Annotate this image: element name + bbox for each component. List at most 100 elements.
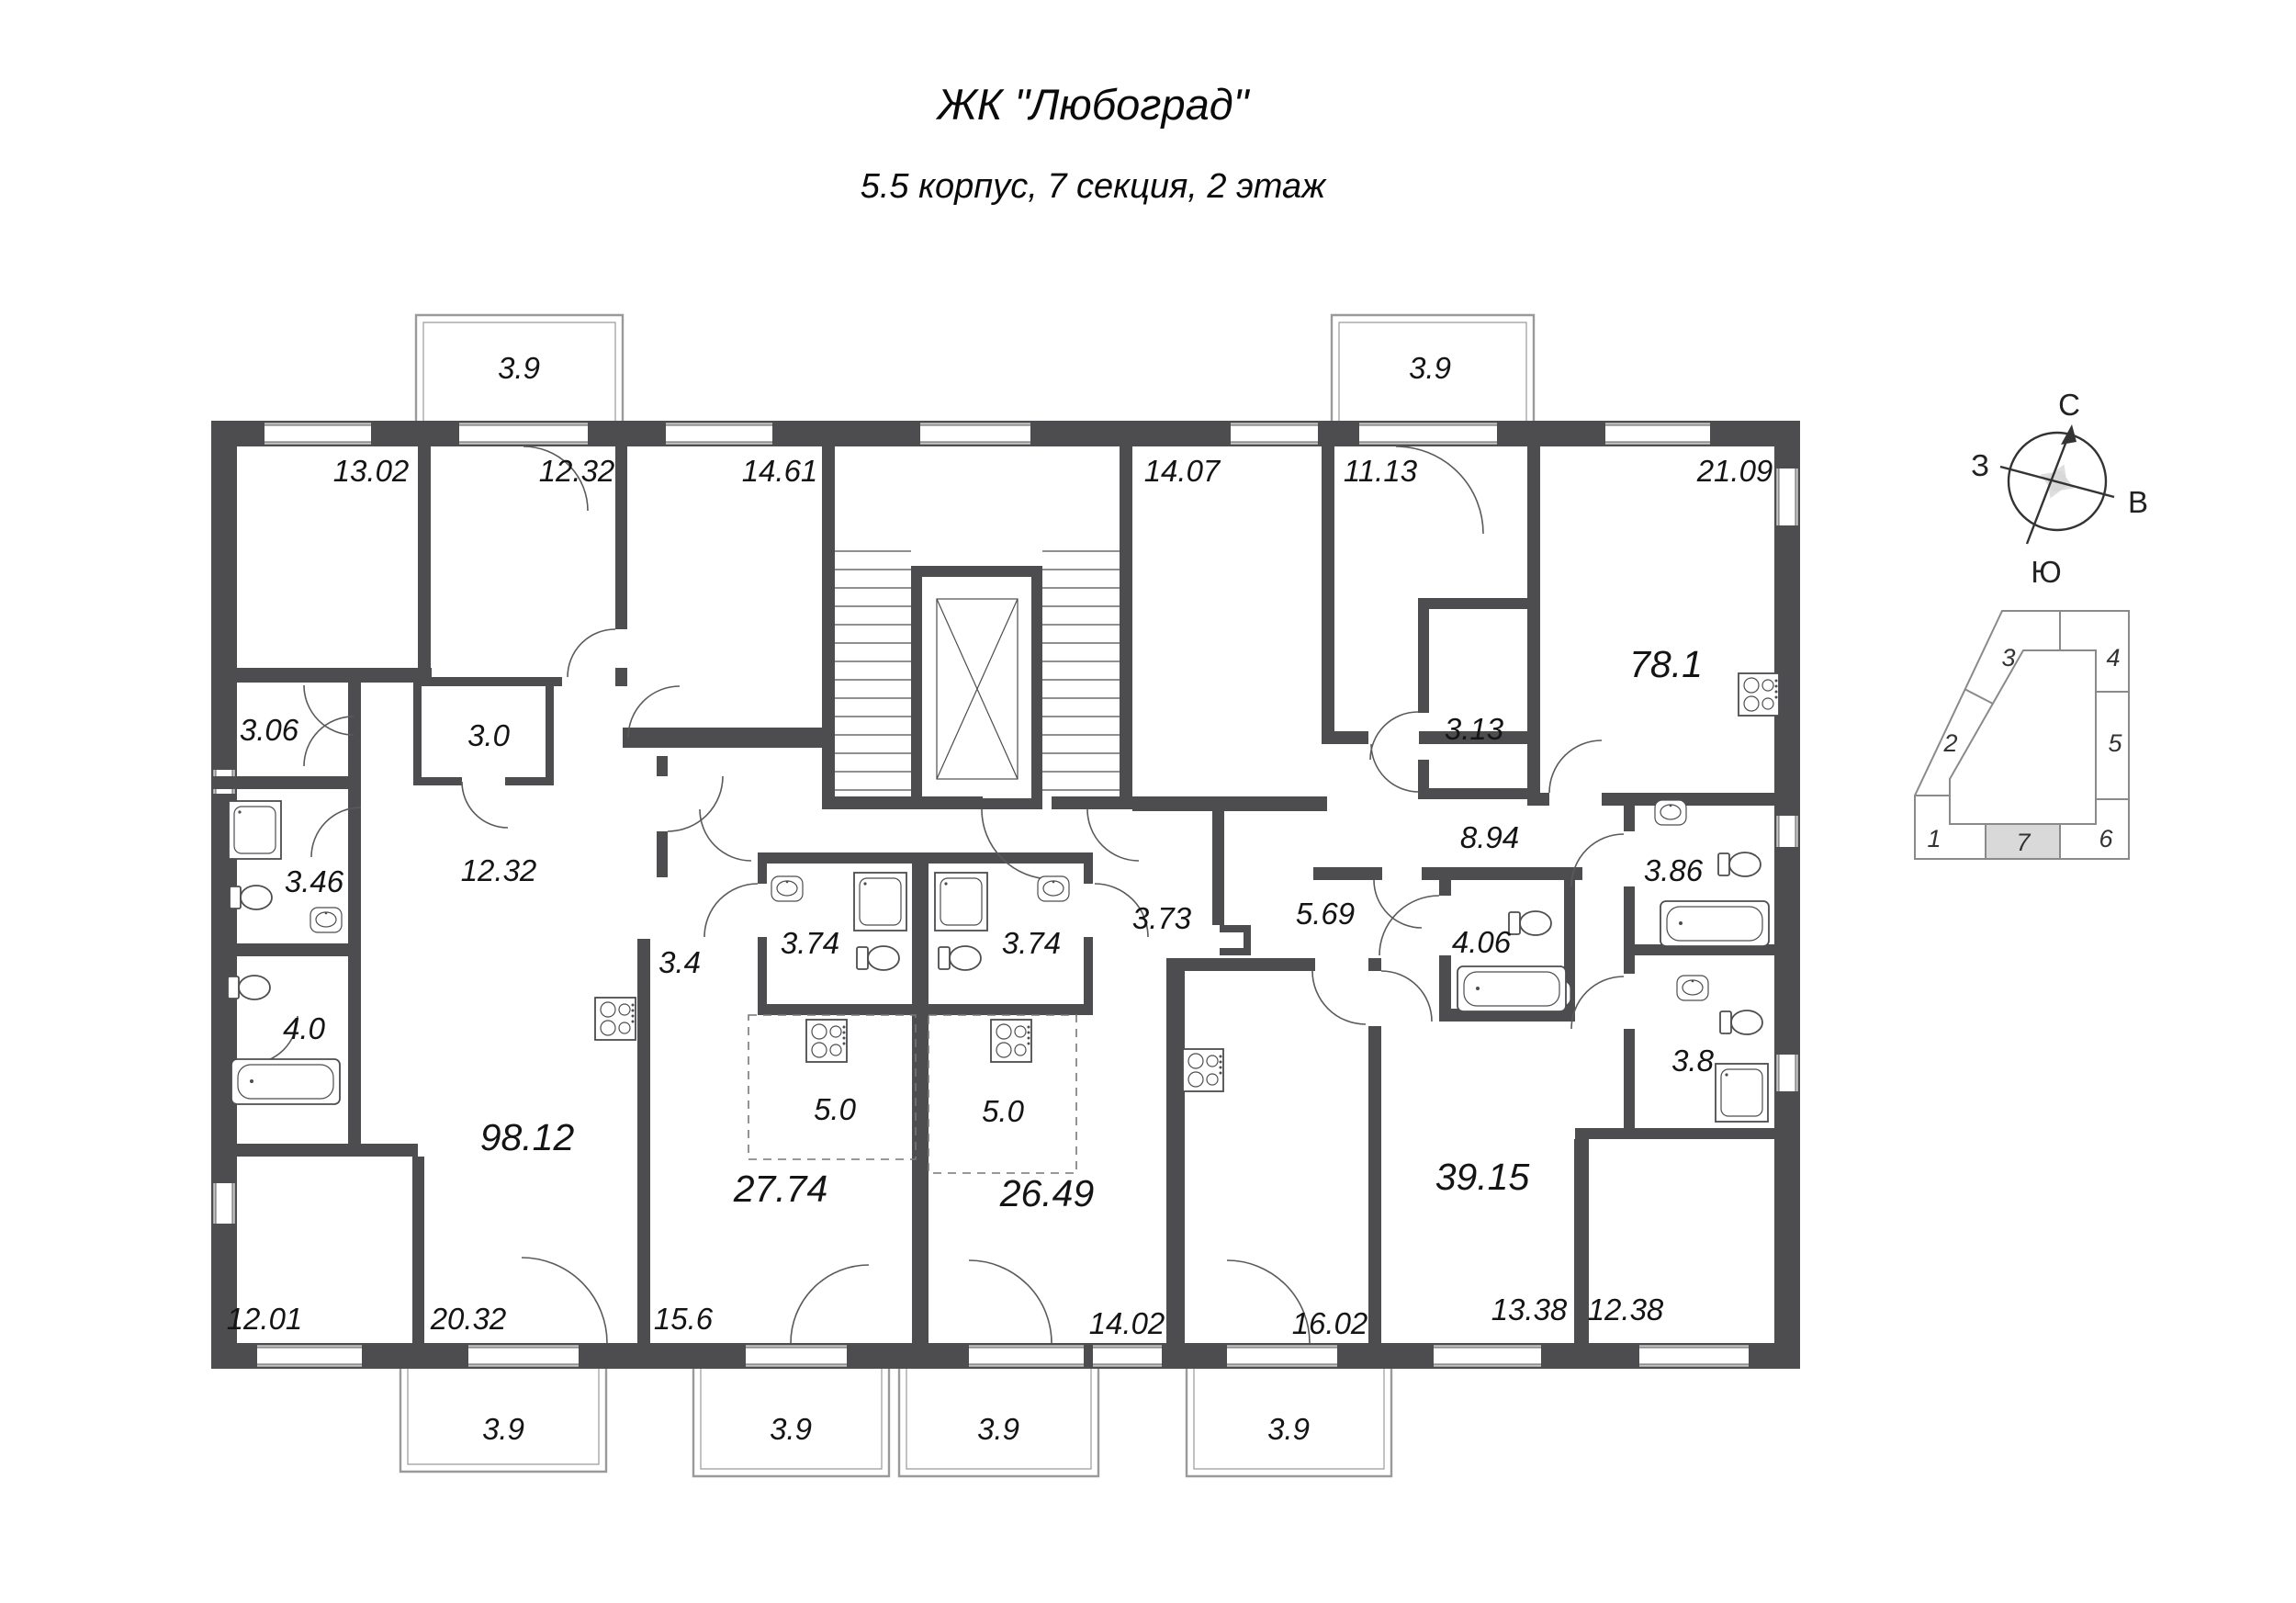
door-39-15-entry [1380,970,1433,1022]
label-kitchen-5-0-right: 5.0 [982,1094,1025,1128]
label-room-12-32-hall: 12.32 [461,853,537,887]
toilet-icon-bath-left [856,945,900,971]
stove-icon-27-74 [805,1019,848,1063]
label-room-3-13: 3.13 [1445,712,1504,746]
minimap-label-7: 7 [2016,829,2031,856]
compass-icon: С Ю В З [1971,388,2148,589]
window-26-49 [969,1345,1084,1367]
shower-icon-bath-right [934,872,988,931]
stove-icon-98-12 [594,997,636,1041]
window-left-2 [213,1183,235,1224]
label-room-3-74-left: 3.74 [781,926,839,960]
balcony-bottom-2 [692,1369,891,1478]
minimap-label-5: 5 [2108,729,2122,757]
door-apartment-27-74 [699,808,752,862]
kitchen-zones [748,1014,1077,1174]
page-subtitle: 5.5 корпус, 7 секция, 2 этаж [861,167,1327,206]
elevator-cross-2 [936,598,1019,780]
building-minimap: 1 2 3 4 5 6 7 [1914,610,2130,860]
compass-west-label: З [1971,448,1989,482]
door-4-06 [1379,895,1440,956]
sink-icon-3-8 [1676,975,1709,1001]
door-bath-left [703,883,759,938]
compass-east-west-line [1999,465,2115,499]
label-apartment-26-49: 26.49 [999,1172,1095,1214]
kitchen-zone-right [928,1014,1077,1174]
door-3-46 [310,807,362,858]
window-right-2 [1776,816,1798,847]
outer-walls [211,421,1800,1369]
stove-icon-26-49 [990,1019,1032,1063]
door-3-13 [1369,711,1419,761]
window-stairwell [920,423,1030,445]
door-room-12-32 [567,628,616,678]
minimap-label-4: 4 [2106,644,2120,672]
shower-icon-bath-left [853,872,907,931]
bathtub-icon-4-06 [1457,965,1567,1012]
toilet-icon-4-0 [227,975,271,1000]
stairwell-wall-right [1120,446,1132,809]
label-room-16-02: 16.02 [1292,1306,1368,1340]
label-apartment-98-12: 98.12 [480,1116,575,1158]
window-12-01 [257,1345,362,1367]
window-13-02 [264,423,371,445]
shower-icon-3-46 [228,800,282,860]
elevator-wall-bottom [911,798,1042,809]
door-3-06 [303,716,355,767]
balcony-bottom-3 [897,1369,1100,1478]
label-room-13-02: 13.02 [333,454,410,488]
balcony-top-right-inner [1338,322,1527,421]
window-15-6 [746,1345,847,1367]
label-balcony-bottom-3: 3.9 [977,1412,1019,1446]
wall-right [1774,421,1800,1369]
bathtub-icon-3-86 [1660,900,1770,947]
page-title: ЖК "Любоград" [936,80,1251,129]
label-room-12-01: 12.01 [227,1302,303,1336]
window-13-38 [1434,1345,1541,1367]
doors [249,446,1625,1344]
label-room-3-0: 3.0 [467,718,511,752]
door-16-02 [1311,970,1367,1025]
windows [213,423,1798,1367]
compass-arrowhead [2061,424,2077,445]
balcony-bottom-4 [1185,1369,1393,1478]
balcony-top-left [414,313,625,421]
compass-south-label: Ю [2031,555,2061,589]
door-13-02 [303,684,355,736]
label-room-3-46: 3.46 [285,864,344,898]
label-room-8-94: 8.94 [1460,820,1519,854]
bathtub-icon-4-0 [231,1058,341,1105]
window-right-3 [1776,1055,1798,1091]
minimap-courtyard [1949,649,2097,825]
balcony-top-right [1330,313,1536,421]
door-hall-corridor [627,685,681,739]
door-20-32 [667,775,724,832]
door-3-86 [1570,833,1625,887]
window-right-1 [1776,468,1798,525]
door-bath-right [1094,883,1149,938]
toilet-icon-3-86 [1717,852,1761,877]
stairwell-wall-bottom-right [1052,796,1132,809]
door-balcony-26-49 [968,1259,1052,1344]
label-apartment-78-1: 78.1 [1629,643,1703,685]
elevator-wall-right [1031,566,1042,809]
shower-icon-3-8 [1715,1063,1769,1123]
label-room-3-8: 3.8 [1671,1044,1715,1078]
kitchen-zone-left [748,1014,917,1160]
stairwell-wall-left [822,446,835,809]
label-kitchen-5-0-left: 5.0 [814,1092,857,1126]
balcony-bottom-1-inner [407,1369,600,1465]
compass-north-label: С [2058,388,2080,422]
door-balcony-16-02 [1226,1259,1311,1344]
door-3-0 [461,781,509,829]
sink-icon-3-86 [1654,799,1687,826]
door-apartment-11-13 [1370,743,1420,793]
door-apartment-78-1 [1548,739,1603,794]
label-room-3-06: 3.06 [240,713,299,747]
toilet-icon-3-46 [229,885,273,910]
minimap-label-2: 2 [1942,729,1957,757]
elevator-wall-left [911,566,922,809]
compass-east-label: В [2128,485,2148,519]
minimap-label-1: 1 [1927,825,1941,852]
